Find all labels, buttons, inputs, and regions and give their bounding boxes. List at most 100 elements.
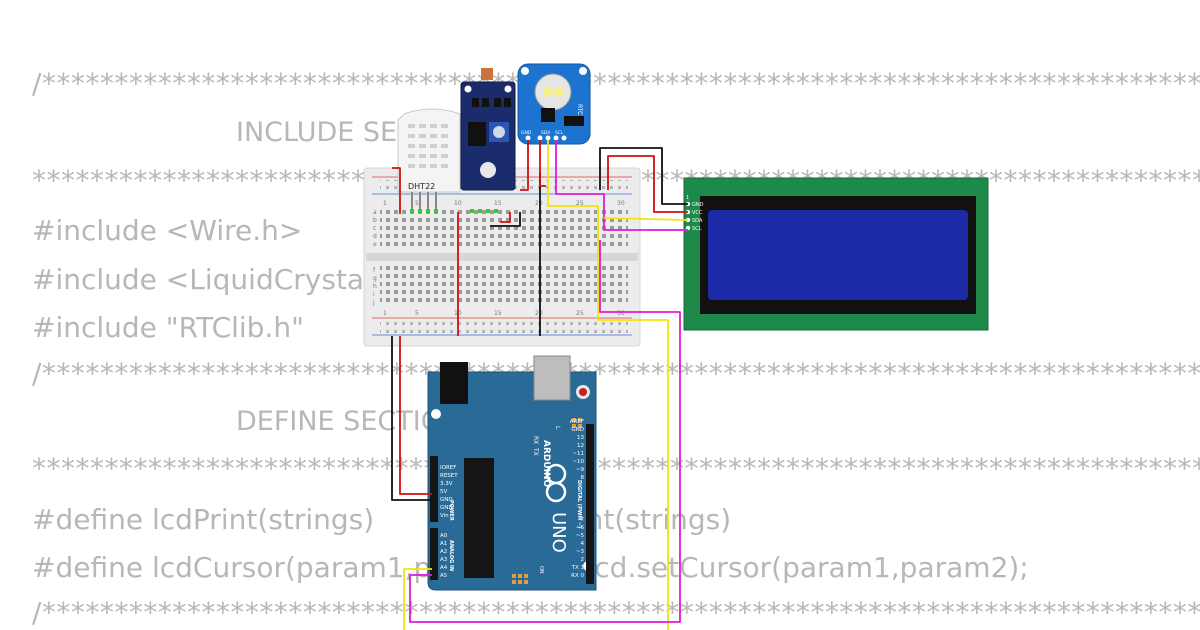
arduino-brand: ARDUINO (541, 440, 551, 488)
light-sensor-module (460, 68, 516, 213)
breadboard-col-label: 30 (617, 310, 625, 317)
arduino-l-label: L (554, 426, 561, 430)
breadboard-row-label: h (373, 283, 377, 290)
arduino-power-label: POWER (448, 500, 454, 521)
breadboard-row-label: i (373, 291, 375, 298)
code-include-line: #include <Wire.h> (32, 214, 303, 247)
lcd-pin-label: GND (692, 202, 704, 208)
breadboard-row-label: a (373, 209, 377, 216)
arduino-rx-label: RX (532, 436, 539, 444)
lcd-pin-index: 1 (686, 195, 689, 201)
atmega-chip (464, 458, 494, 578)
lcd-pin-label: SDA (692, 218, 703, 224)
breadboard-col-label: 30 (617, 200, 625, 207)
wire-yellow (403, 568, 432, 630)
digital-pin-label: ~11 (572, 451, 584, 457)
breadboard-col-label: 25 (576, 310, 584, 317)
digital-pin-label: ~9 (576, 467, 585, 473)
power-pin-label: GND (440, 497, 453, 503)
digital-pin-label: AREF (570, 419, 584, 425)
digital-pin-label: 13 (577, 435, 584, 441)
wire-yellow (547, 140, 669, 630)
code-section-title: DEFINE SECTION (236, 406, 463, 437)
rtc-pin-label: SCL (555, 130, 564, 136)
wire-red (520, 140, 529, 191)
rtc-pin-label: GND (521, 130, 532, 136)
wire-red (607, 155, 688, 213)
breadboard-col-label: 15 (494, 200, 502, 207)
dht22-label: DHT22 (408, 182, 435, 191)
digital-pin-label: ~5 (576, 533, 585, 539)
digital-pin-label: TX 1 (571, 565, 584, 571)
arduino-digital-label: DIGITAL (PWM ~) (576, 480, 582, 528)
arduino-model: UNO (548, 512, 569, 553)
wire-black (391, 336, 432, 501)
breadboard-col-label: 1 (383, 310, 387, 317)
breadboard-col-label: 1 (383, 200, 387, 207)
breadboard-col-label: 20 (535, 200, 543, 207)
barrel-jack (440, 362, 468, 404)
arduino-uno: ARDUINO UNO TX RX L ON DIGITAL (PWM ~) P… (427, 355, 597, 591)
wire-magenta (555, 140, 688, 231)
wire-red (500, 212, 511, 223)
digital-pin-label: ~3 (576, 549, 585, 555)
wires (391, 140, 689, 630)
digital-pin-label: RX 0 (571, 573, 584, 579)
dht22-sensor: DHT22 (397, 108, 461, 213)
wire-red (392, 167, 401, 214)
power-pin-label: GND (440, 505, 453, 511)
lcd-pin-label: VCC (692, 210, 703, 216)
rtc-module: RTC GND SDA SCL (517, 63, 591, 145)
digital-pin-label: GND (571, 427, 584, 433)
wire-magenta (409, 240, 681, 623)
breadboard-row-label: g (373, 275, 377, 282)
analog-pin-label: A4 (440, 565, 448, 571)
power-pin-label: 3.3V (440, 481, 453, 487)
digital-pin-label: 7 (581, 517, 585, 523)
wire-yellow (603, 217, 689, 221)
analog-pin-label: A3 (440, 557, 448, 563)
rtc-label: RTC (576, 104, 583, 115)
analog-pin-label: A1 (440, 541, 447, 547)
digital-pin-label: ~10 (572, 459, 584, 465)
reset-button (579, 388, 587, 396)
lcd-display: 1 GND VCC SDA SCL (683, 177, 989, 331)
arduino-on-label: ON (538, 566, 544, 574)
wire-red (539, 140, 546, 187)
breadboard-row-label: f (373, 267, 376, 274)
power-pin-label: 5V (440, 489, 447, 495)
wire-black (599, 147, 688, 205)
breadboard-col-label: 5 (415, 310, 419, 317)
breadboard-row-label: e (373, 241, 377, 248)
digital-pin-label: ~6 (576, 525, 585, 531)
breadboard-col-label: 25 (576, 200, 584, 207)
power-pin-label: Vin (440, 513, 449, 519)
analog-pin-label: A2 (440, 549, 447, 555)
wire-black (490, 212, 521, 227)
breadboard: 1 5 10 15 20 25 30 1 5 10 15 20 25 30 a … (363, 167, 641, 347)
breadboard-col-label: 20 (535, 310, 543, 317)
power-pin-label: IOREF (440, 465, 456, 471)
lcd-screen (708, 210, 968, 300)
digital-pin-label: 4 (581, 541, 585, 547)
digital-pin-label: 12 (577, 443, 584, 449)
breadboard-row-label: j (372, 299, 375, 306)
code-comment-line: /***************************************… (32, 596, 1200, 629)
usb-port (533, 355, 571, 401)
breadboard-col-label: 15 (494, 310, 502, 317)
digital-pin-label: 8 (581, 475, 585, 481)
lcd-pin-label: SCL (692, 226, 702, 232)
breadboard-col-label: 10 (454, 200, 462, 207)
code-comment-line: /***************************************… (32, 357, 1200, 390)
breadboard-col-label: 5 (415, 200, 419, 207)
code-include-line: #include "RTClib.h" (32, 311, 304, 344)
arduino-analog-label: ANALOG IN (448, 540, 454, 571)
wire-red (399, 336, 432, 495)
breadboard-row-label: c (373, 225, 376, 232)
code-comment-line: ****************************************… (32, 452, 1200, 485)
rtc-pin-label: SDA (541, 130, 551, 136)
breadboard-row-label: d (373, 233, 377, 240)
analog-pin-label: A0 (440, 533, 448, 539)
breadboard-row-label: b (373, 217, 377, 224)
